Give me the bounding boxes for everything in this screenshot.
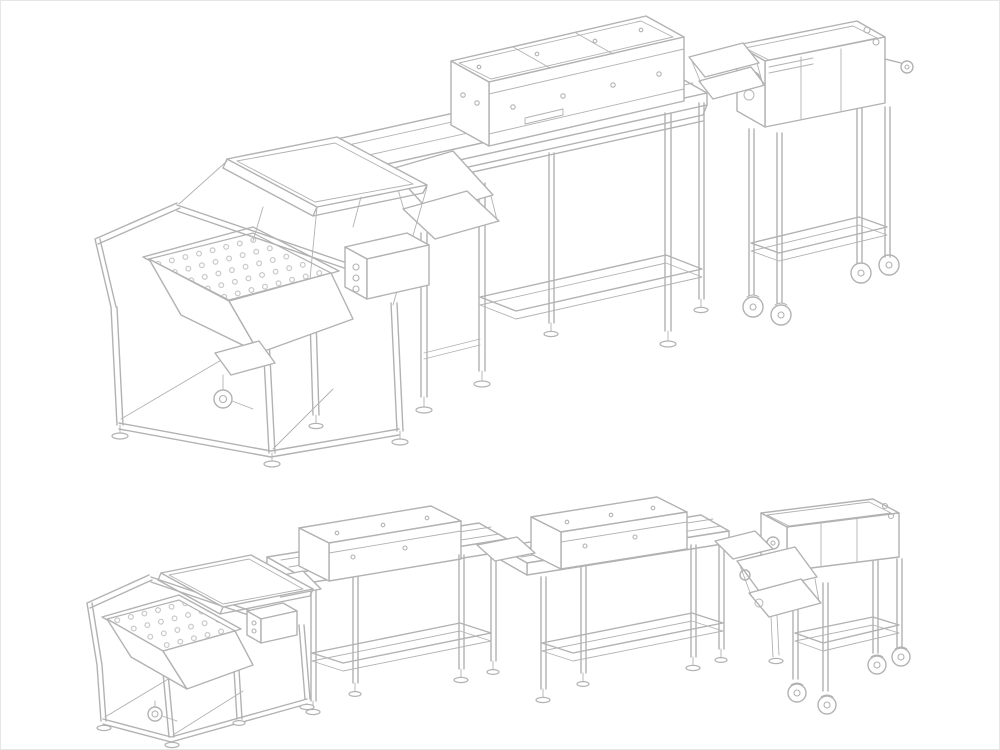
view-bottom <box>86 496 911 749</box>
hopper-lid-top <box>222 136 428 242</box>
hopper-frame-bottom <box>86 574 315 749</box>
hopper-lid-bottom <box>157 554 314 615</box>
infeed-hopper-bottom <box>86 554 315 749</box>
outfeed-machine-bottom <box>736 498 911 715</box>
caster-wheels-bottom <box>787 646 911 715</box>
outfeed-machine-top <box>736 20 914 326</box>
caster-wheels-top <box>742 254 900 326</box>
view-top <box>94 15 914 468</box>
infeed-hopper-top <box>94 136 430 468</box>
infeed-chute-top <box>390 150 500 240</box>
support-legs-top <box>415 102 709 414</box>
belt-station-1 <box>262 505 536 716</box>
hopper-discharge-valve-top <box>213 374 254 410</box>
control-box-top <box>344 232 430 300</box>
control-box-bottom <box>246 602 298 644</box>
hopper-discharge-valve-bottom <box>147 700 178 722</box>
sorter-cabinet-top <box>450 15 685 147</box>
belt-station-2 <box>498 496 774 704</box>
discharge-conveyor-bottom <box>736 546 822 665</box>
transfer-chute-right-top <box>688 42 766 100</box>
